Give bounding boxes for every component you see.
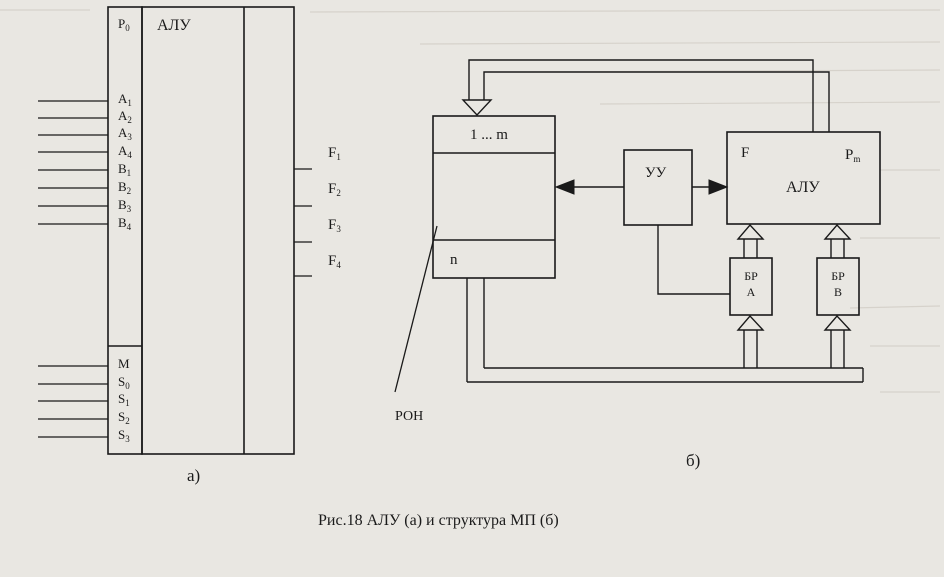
buffer-register-a	[729, 257, 773, 316]
data-input-pin-a4: A4	[118, 143, 132, 160]
panel-b-label: б)	[686, 451, 701, 470]
figure-caption: Рис.18 АЛУ (а) и структура МП (б)	[318, 512, 559, 529]
arrow-br-a-to-alu	[736, 223, 765, 240]
control-to-ron-arrowhead	[554, 179, 575, 195]
control-input-pin-s3: S3	[118, 427, 130, 444]
control-line-to-br-a	[657, 225, 730, 295]
ron-pointer-label: РОН	[395, 409, 424, 424]
ron-register-range: 1 ... m	[470, 127, 508, 143]
data-input-pin-b3: B3	[118, 197, 132, 214]
alu-chip-name: АЛУ	[157, 17, 191, 34]
alu-block	[726, 131, 881, 225]
br-b-label: БР В	[831, 269, 845, 299]
feedback-bus-arrowhead	[461, 99, 493, 117]
control-unit-block	[623, 149, 693, 226]
ron-block	[432, 115, 556, 279]
data-input-pin-a2: A2	[118, 108, 132, 125]
data-input-lines	[38, 100, 108, 225]
arrow-br-b-to-alu	[823, 223, 852, 240]
bottom-bus	[466, 278, 864, 383]
data-input-pin-a1: A1	[118, 91, 132, 108]
paper-bleed-through	[0, 9, 941, 393]
control-input-pin-s0: S0	[118, 374, 130, 391]
output-lines	[294, 168, 312, 277]
ron-pointer-line	[394, 225, 438, 393]
alu-body	[141, 6, 295, 455]
panel-a-label: а)	[187, 466, 201, 485]
control-unit-label: УУ	[645, 165, 667, 181]
feedback-bus	[468, 59, 830, 132]
bus-arrow-br-a	[736, 314, 765, 331]
output-pin-f2: F2	[328, 181, 341, 198]
data-input-pin-b1: B1	[118, 161, 132, 178]
alu-pm-label: Pm	[845, 147, 861, 164]
register-to-alu-links	[743, 239, 845, 258]
control-to-alu-arrowhead	[708, 179, 729, 195]
alu-f-label: F	[741, 145, 750, 161]
output-pin-f3: F3	[328, 217, 341, 234]
control-input-lines	[38, 365, 108, 438]
bus-arrow-br-b	[823, 314, 852, 331]
alu-chip-diagram	[38, 6, 312, 455]
data-input-pin-b2: B2	[118, 179, 132, 196]
control-input-pin-s1: S1	[118, 391, 130, 408]
data-input-pin-b4: B4	[118, 215, 132, 232]
control-input-pin-s2: S2	[118, 409, 130, 426]
mp-structure-diagram	[394, 59, 881, 393]
carry-in-pin-label: P0	[118, 16, 130, 33]
buffer-register-b	[816, 257, 860, 316]
alu-block-name: АЛУ	[786, 179, 820, 196]
output-pin-f1: F1	[328, 145, 341, 162]
control-input-pin-m: M	[118, 356, 130, 371]
ron-register-n: n	[450, 252, 458, 268]
output-pin-f4: F4	[328, 253, 341, 270]
br-a-label: БР А	[744, 269, 758, 299]
data-input-pin-a3: A3	[118, 125, 132, 142]
